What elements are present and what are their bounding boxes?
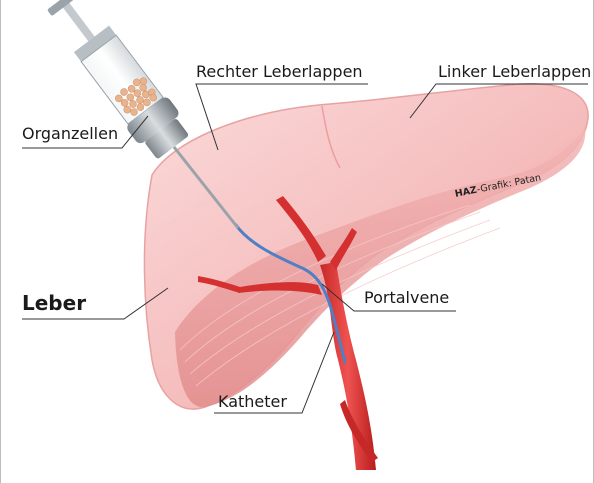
label-katheter: Katheter <box>218 392 287 412</box>
label-organzellen: Organzellen <box>22 124 118 144</box>
liver-shape <box>144 84 588 409</box>
label-rechter-leberlappen: Rechter Leberlappen <box>196 62 363 82</box>
label-linker-leberlappen: Linker Leberlappen <box>438 62 591 82</box>
label-portalvene: Portalvene <box>364 288 449 308</box>
label-leber: Leber <box>22 291 86 315</box>
